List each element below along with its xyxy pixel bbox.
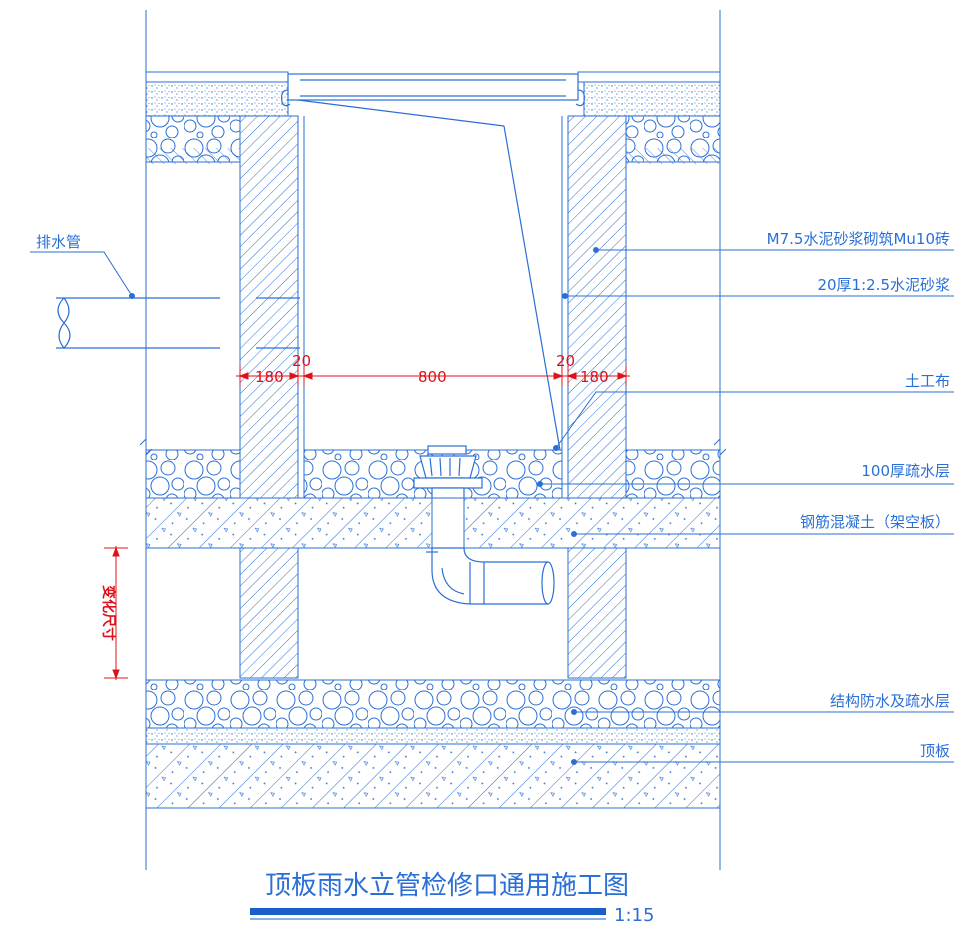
drawing-title: 顶板雨水立管检修口通用施工图 xyxy=(265,871,629,901)
waterproof-drainage-layer xyxy=(145,679,721,745)
title-underline-thick xyxy=(250,908,606,915)
top-paving xyxy=(145,71,721,164)
drawing-scale: 1:15 xyxy=(614,905,654,926)
label-roof-slab: 顶板 xyxy=(920,742,950,760)
dimension-line xyxy=(104,366,630,680)
rc-slab xyxy=(145,497,721,549)
dim-right-mortar: 20 xyxy=(556,352,575,370)
label-drainage-layer: 100厚疏水层 xyxy=(861,462,950,480)
drain-pipe-stub xyxy=(56,297,300,349)
label-waterproof-layer: 结构防水及疏水层 xyxy=(830,692,950,710)
dim-left-wall: 180 xyxy=(255,368,284,386)
floor-drain xyxy=(413,445,483,501)
roof-slab xyxy=(145,743,721,809)
drain-pipe-elbow xyxy=(426,547,555,605)
label-mortar: 20厚1:2.5水泥砂浆 xyxy=(817,276,950,294)
dim-right-wall: 180 xyxy=(580,368,609,386)
label-drain-pipe: 排水管 xyxy=(36,233,81,251)
leader-lines xyxy=(30,247,954,765)
dim-opening: 800 xyxy=(418,368,447,386)
label-brick-wall: M7.5水泥砂浆砌筑Mu10砖 xyxy=(767,230,950,248)
label-rc-slab: 钢筋混凝土（架空板） xyxy=(800,513,950,531)
brick-walls xyxy=(239,115,627,679)
dim-left-mortar: 20 xyxy=(292,352,311,370)
manhole-cover xyxy=(281,73,585,451)
label-geotextile: 土工布 xyxy=(905,372,950,390)
label-variable-size: 变化尺寸 xyxy=(100,585,117,641)
